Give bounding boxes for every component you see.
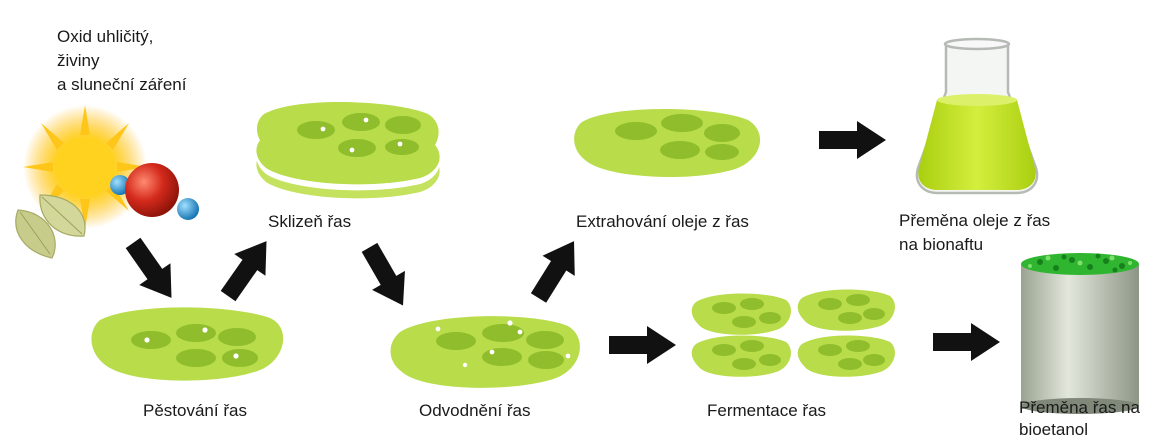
label-harvest: Sklizeň řas [268, 210, 351, 233]
label-inputs-line-2: živiny [57, 49, 100, 72]
flask-icon [917, 39, 1037, 193]
arrow-harvest-to-dewatering [353, 238, 419, 315]
algae-fermentation-image [692, 290, 895, 377]
label-biodiesel-line-1: Přeměna oleje z řas [899, 209, 1050, 232]
label-bioethanol-line-1: Přeměna řas na [1019, 396, 1140, 419]
label-bioethanol-line-2: bioetanol [1019, 418, 1088, 441]
label-inputs-line-3: a sluneční záření [57, 73, 186, 96]
algae-cultivation-image [91, 307, 283, 380]
label-cultivation: Pěstování řas [143, 399, 247, 422]
algae-dewatering-image [391, 316, 580, 388]
label-dewatering: Odvodnění řas [419, 399, 531, 422]
arrow-dewatering-to-fermentation [609, 326, 676, 364]
label-biodiesel-line-2: na bionaftu [899, 233, 983, 256]
algae-oil-extraction-image [574, 109, 760, 177]
label-fermentation: Fermentace řas [707, 399, 826, 422]
label-oil-extraction: Extrahování oleje z řas [576, 210, 749, 233]
algae-harvest-image [256, 102, 439, 198]
label-inputs-line-1: Oxid uhličitý, [57, 25, 153, 48]
arrow-extraction-to-biodiesel [819, 121, 886, 159]
arrow-inputs-to-cultivation [118, 232, 188, 309]
arrow-dewatering-to-extraction [522, 231, 590, 308]
canister-icon [1021, 253, 1139, 414]
arrow-fermentation-to-bioethanol [933, 323, 1000, 361]
arrow-cultivation-to-harvest [213, 230, 283, 307]
